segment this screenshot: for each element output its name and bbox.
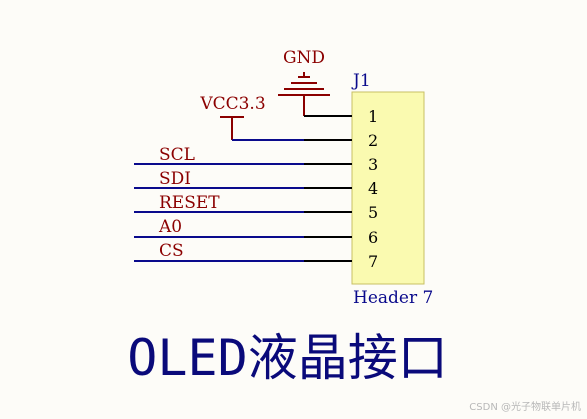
pin-number-5: 5 [368, 203, 378, 222]
gnd-symbol [278, 72, 330, 116]
net-label-sdi: SDI [159, 169, 191, 189]
pin-number-6: 6 [368, 228, 378, 247]
pin-number-3: 3 [368, 155, 378, 174]
header-body [351, 91, 425, 285]
gnd-label: GND [283, 48, 325, 68]
pin-number-1: 1 [368, 107, 378, 126]
vcc-label: VCC3.3 [199, 94, 265, 114]
vcc-symbol [220, 116, 244, 140]
net-wires [134, 163, 352, 262]
pin-number-7: 7 [368, 252, 378, 271]
net-label-a0: A0 [158, 217, 182, 237]
watermark: CSDN @光子物联单片机 [469, 402, 581, 413]
diagram-title: OLED液晶接口 [127, 329, 448, 387]
connector-designator: J1 [351, 71, 371, 91]
net-label-reset: RESET [159, 193, 220, 213]
pin-number-2: 2 [368, 131, 378, 150]
net-label-scl: SCL [159, 145, 195, 165]
net-label-cs: CS [159, 241, 184, 261]
connector-part-name: Header 7 [353, 288, 433, 308]
pin-number-4: 4 [368, 179, 378, 198]
